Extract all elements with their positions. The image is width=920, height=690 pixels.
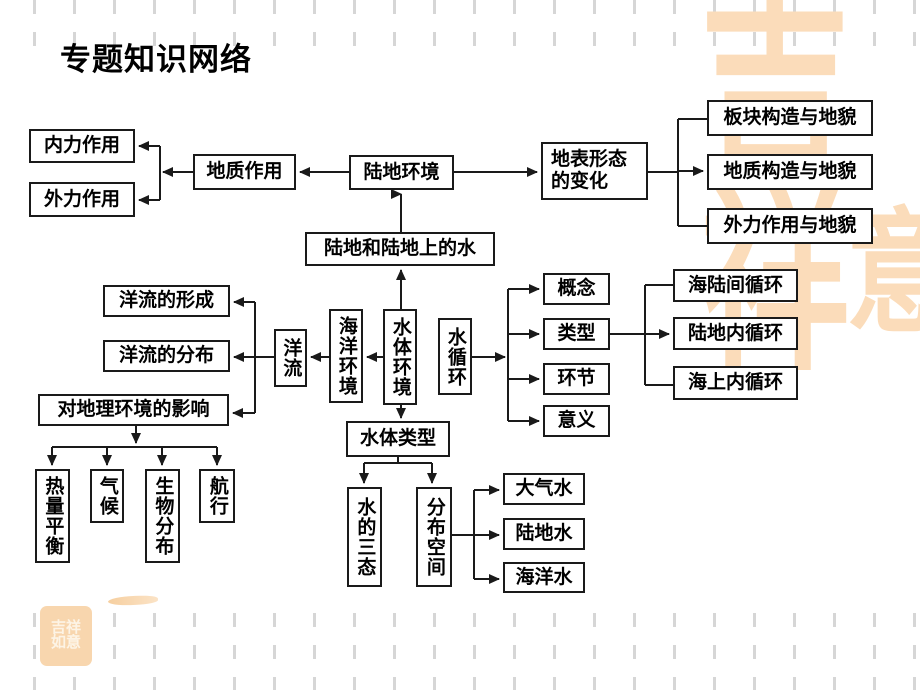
node-climate: 气候	[90, 469, 124, 523]
node-plate-tectonics-landform: 板块构造与地貌	[707, 100, 873, 136]
node-biological-distribution: 生物分布	[145, 469, 180, 563]
node-land-and-water: 陆地和陆地上的水	[305, 232, 495, 266]
node-impact-on-environment: 对地理环境的影响	[38, 394, 229, 426]
node-current-distribution: 洋流的分布	[103, 340, 230, 372]
node-atmospheric-water: 大气水	[503, 473, 585, 505]
node-surface-morphology-change-line2: 的变化	[551, 171, 609, 192]
node-type: 类型	[543, 318, 610, 350]
node-water-cycle: 水循环	[438, 318, 472, 395]
node-three-states-of-water: 水的三态	[347, 487, 382, 587]
node-water-body-type: 水体类型	[346, 421, 450, 457]
node-current-formation: 洋流的形成	[103, 285, 230, 317]
node-ocean-water: 海洋水	[503, 562, 585, 593]
node-links: 环节	[543, 363, 610, 395]
node-geological-structure-landform: 地质构造与地貌	[707, 154, 873, 190]
node-land-internal-cycle: 陆地内循环	[673, 317, 798, 350]
node-sea-land-cycle: 海陆间循环	[673, 269, 798, 302]
node-external-force: 外力作用	[29, 182, 135, 217]
node-navigation: 航行	[199, 469, 235, 523]
node-sea-internal-cycle: 海上内循环	[673, 366, 798, 400]
node-internal-force: 内力作用	[29, 129, 135, 163]
node-geological-action: 地质作用	[193, 154, 296, 190]
node-concept: 概念	[543, 273, 610, 305]
node-ocean-environment: 海洋环境	[329, 309, 363, 403]
node-surface-morphology-change-line1: 地表形态	[551, 149, 628, 171]
page-title: 专题知识网络	[60, 42, 252, 77]
node-external-force-landform: 外力作用与地貌	[707, 208, 873, 244]
node-land-water: 陆地水	[503, 518, 585, 550]
node-land-environment: 陆地环境	[349, 155, 454, 190]
node-surface-morphology-change: 地表形态 的变化	[541, 142, 648, 200]
node-ocean-current: 洋流	[274, 329, 307, 387]
node-water-environment: 水体环境	[383, 309, 417, 405]
node-significance: 意义	[543, 405, 610, 437]
node-heat-balance: 热量平衡	[35, 469, 70, 563]
node-distribution-space: 分布空间	[416, 487, 452, 587]
